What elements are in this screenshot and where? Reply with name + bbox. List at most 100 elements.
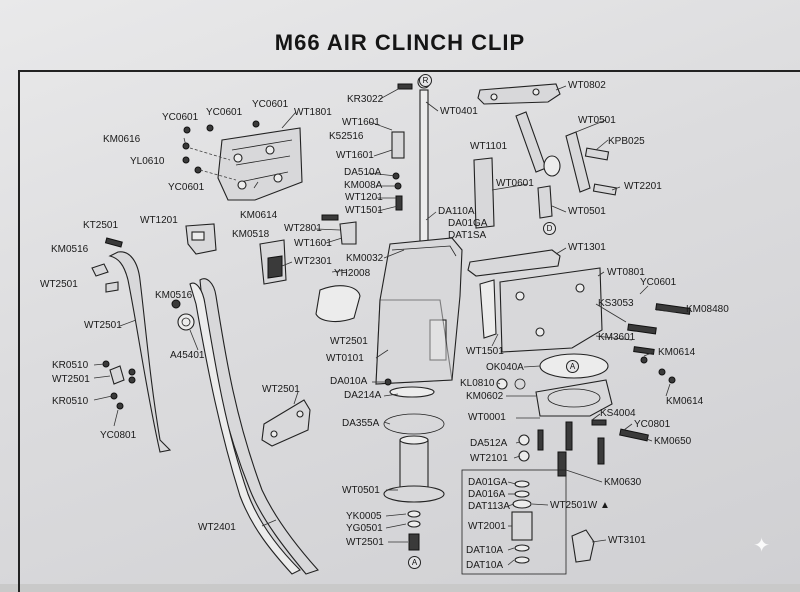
ref-tag-a1: A	[566, 360, 579, 373]
screws-right	[591, 303, 691, 442]
main-body-wt0101	[375, 75, 463, 385]
part-label: WT0801	[607, 267, 645, 278]
part-label: KR0510	[52, 360, 89, 371]
part-label: KT2501	[83, 220, 119, 231]
part-label: WT1301	[568, 242, 606, 253]
part-label: DAT1SA	[448, 230, 487, 241]
page-title: M66 AIR CLINCH CLIP	[274, 30, 526, 55]
part-label: WT0802	[568, 80, 606, 91]
part-label: DA214A	[344, 390, 382, 401]
leader-lines	[93, 85, 677, 566]
part-label: OK040A	[486, 362, 524, 373]
curved-arm-wt2401	[189, 278, 319, 575]
part-label: DAT113A	[468, 501, 510, 512]
part-label: WT0501	[578, 115, 616, 126]
part-label: WT1801	[294, 107, 332, 118]
part-label: KS3053	[598, 298, 634, 309]
part-label: WT2501	[52, 374, 90, 385]
links-wt0501	[515, 111, 617, 219]
part-label: DAT10A	[466, 560, 504, 571]
part-label: WT1101	[470, 141, 508, 152]
part-label: KM0032	[346, 253, 384, 264]
part-label: WT2301	[294, 256, 332, 267]
part-label: WT1601	[342, 117, 380, 128]
part-label: KM0614	[658, 347, 696, 358]
part-label: YC0601	[162, 112, 199, 123]
part-label: WT1501	[466, 346, 504, 357]
part-label: DA016A	[468, 489, 506, 500]
part-label: YC0601	[640, 277, 677, 288]
ref-tag-d: D	[543, 222, 556, 235]
part-label: WT2201	[624, 181, 662, 192]
part-label: DA110A	[438, 206, 475, 217]
part-label: YC0601	[206, 107, 243, 118]
part-label: KR0510	[52, 396, 89, 407]
part-label: WT1601	[294, 238, 332, 249]
bracket-wt1801	[217, 127, 303, 201]
part-label: KS4004	[600, 408, 636, 419]
block-wt1101	[473, 157, 495, 229]
part-label: A45401	[170, 350, 205, 361]
part-label: WT0601	[496, 178, 534, 189]
part-label: WT2501	[40, 279, 78, 290]
part-label: DA510A	[344, 167, 382, 178]
part-label: WT2501	[262, 384, 300, 395]
part-label: DA355A	[342, 418, 380, 429]
cylinder-stack	[383, 378, 445, 551]
part-label: KPB025	[608, 136, 645, 147]
part-label: DA010A	[330, 376, 368, 387]
part-label: WT3101	[608, 535, 646, 546]
part-label: YL0610	[130, 156, 165, 167]
diagram-frame	[18, 70, 800, 592]
part-label: YC0601	[168, 182, 205, 193]
part-label: YC0801	[100, 430, 137, 441]
part-label: WT1501	[345, 205, 383, 216]
part-label: WT2101	[470, 453, 508, 464]
part-label: KM0614	[240, 210, 278, 221]
plate-wt0801	[479, 267, 603, 353]
part-label: KM008A	[344, 180, 383, 191]
part-label: KM0518	[232, 229, 270, 240]
part-label: KM0516	[51, 244, 89, 255]
part-label: WT0101	[326, 353, 364, 364]
top-bar-wt0802	[477, 83, 561, 105]
part-label: KM0602	[466, 391, 504, 402]
part-label: WT0401	[440, 106, 478, 117]
sparkle-icon: ✦	[753, 535, 770, 557]
part-label: WT0501	[342, 485, 380, 496]
valve-stack	[461, 421, 605, 575]
ref-tag-a2: A	[408, 556, 421, 569]
cover-wt2501	[315, 285, 361, 323]
part-label: WT2001	[468, 521, 506, 532]
part-label: DA01GA	[468, 477, 508, 488]
part-label: YC0801	[634, 419, 671, 430]
plate-wt1301	[467, 249, 561, 277]
top-pins	[321, 83, 413, 245]
part-label: WT1201	[345, 192, 383, 203]
part-label: K52516	[329, 131, 364, 142]
part-label: KM08480	[686, 304, 729, 315]
part-label: WT2501	[330, 336, 368, 347]
part-label: WT0501	[568, 206, 606, 217]
part-label: KR3022	[347, 94, 384, 105]
part-label: YC0601	[252, 99, 289, 110]
part-label: YG0501	[346, 523, 383, 534]
part-label: KM0630	[604, 477, 642, 488]
part-label: YH2008	[334, 268, 371, 279]
part-label: KM0616	[103, 134, 141, 145]
valve-body-wt0001	[496, 353, 613, 417]
bracket-wt1201	[185, 223, 217, 255]
part-label: WT1601	[336, 150, 374, 161]
screws-yc0601	[182, 120, 260, 181]
part-label: WT2501	[346, 537, 384, 548]
part-label: WT2801	[284, 223, 322, 234]
curved-arm-wt2501	[108, 251, 172, 453]
part-label: KM0650	[654, 436, 692, 447]
part-label: KM0614	[666, 396, 704, 407]
part-label: DA512A	[470, 438, 508, 449]
part-label: WT1201	[140, 215, 178, 226]
part-label: KL0810	[460, 378, 495, 389]
part-label: KM3601	[598, 332, 636, 343]
